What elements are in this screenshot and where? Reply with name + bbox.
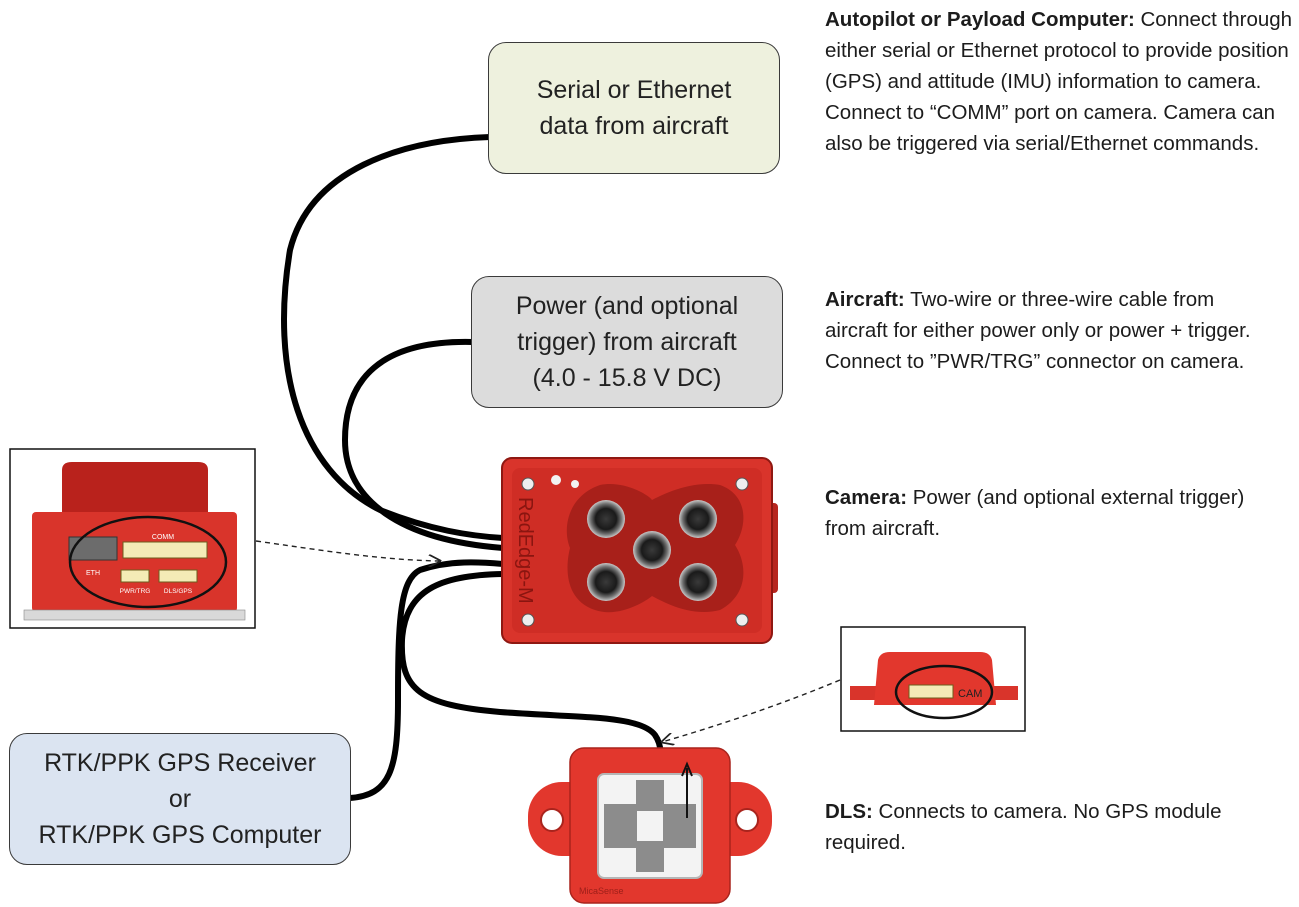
status-led-icon	[571, 480, 579, 488]
gps-box-line: RTK/PPK GPS Receiver	[44, 749, 316, 777]
lens-bottom-right	[679, 563, 717, 601]
dls-cable	[398, 571, 664, 773]
dls-port-inset: CAM	[840, 626, 1026, 732]
gps-box-line: or	[168, 785, 192, 813]
power-box-line: Power (and optional	[515, 292, 739, 320]
camera-text: Power (and optional external trigger) fr…	[825, 486, 1245, 540]
cam-port-icon	[908, 684, 954, 699]
cam-port-label: CAM	[958, 688, 982, 700]
pwr-trg-port-label: PWR/TRG	[120, 588, 151, 595]
camera-inset-arrow	[255, 540, 440, 561]
dls-gps-port-label: DLS/GPS	[164, 588, 193, 595]
autopilot-text: Connect through either serial or Etherne…	[825, 8, 1293, 155]
camera-inset-base	[23, 609, 246, 621]
serial-box-line: Serial or Ethernet	[536, 76, 732, 104]
dls-description: DLS: Connects to camera. No GPS module r…	[825, 796, 1285, 858]
lens-center	[633, 531, 671, 569]
dls-inset-body	[874, 652, 996, 705]
autopilot-heading: Autopilot or Payload Computer:	[825, 8, 1135, 31]
gps-box-line: RTK/PPK GPS Computer	[38, 821, 322, 849]
lens-bottom-left	[587, 563, 625, 601]
power-box-line: trigger) from aircraft	[517, 328, 737, 356]
camera-model-label: RedEdge-M	[514, 497, 536, 604]
screw-icon	[521, 613, 535, 627]
dls-heading: DLS:	[825, 800, 873, 823]
aircraft-text: Two-wire or three-wire cable from aircra…	[825, 288, 1251, 373]
aircraft-description: Aircraft: Two-wire or three-wire cable f…	[825, 284, 1265, 377]
screw-icon	[735, 613, 749, 627]
camera-heading: Camera:	[825, 486, 908, 509]
autopilot-description: Autopilot or Payload Computer: Connect t…	[825, 4, 1293, 159]
camera-description: Camera: Power (and optional external tri…	[825, 482, 1255, 544]
power-box-line: (4.0 - 15.8 V DC)	[532, 364, 722, 392]
dls-text: Connects to camera. No GPS module requir…	[825, 800, 1222, 854]
serial-box-line: data from aircraft	[539, 112, 729, 140]
dls-device: MicaSense	[528, 747, 772, 904]
status-led-icon	[551, 475, 561, 485]
mount-hole-icon	[735, 808, 759, 832]
comm-port-label: COMM	[152, 534, 174, 541]
lens-top-right	[679, 500, 717, 538]
pwr-trg-port-icon	[120, 569, 150, 583]
power-trigger-box: Power (and optional trigger) from aircra…	[471, 276, 783, 408]
cables	[281, 134, 664, 801]
camera-ports-inset: COMM ETH PWR/TRG DLS/GPS	[9, 448, 256, 629]
camera-inset-lenses	[62, 462, 208, 515]
dls-gps-port-icon	[158, 569, 198, 583]
mount-hole-icon	[540, 808, 564, 832]
comm-port-icon	[122, 541, 208, 559]
eth-port-label: ETH	[86, 570, 100, 577]
cam-port-highlight-circle	[894, 664, 994, 720]
aircraft-heading: Aircraft:	[825, 288, 905, 311]
camera-inset-body	[32, 512, 237, 612]
power-cable	[341, 338, 506, 551]
screw-icon	[521, 477, 535, 491]
dls-center-square	[637, 811, 663, 841]
gps-cable	[347, 559, 506, 801]
serial-cable	[281, 134, 506, 541]
dls-inset-arrow	[662, 679, 841, 742]
screw-icon	[735, 477, 749, 491]
serial-ethernet-box: Serial or Ethernet data from aircraft	[488, 42, 780, 174]
lens-top-left	[587, 500, 625, 538]
ethernet-port-icon	[68, 536, 118, 561]
ports-highlight-circle	[68, 515, 228, 609]
gps-receiver-box: RTK/PPK GPS Receiver or RTK/PPK GPS Comp…	[9, 733, 351, 865]
camera-device: RedEdge-M	[501, 457, 778, 644]
direction-arrow-icon	[681, 761, 693, 818]
dls-brand-label: MicaSense	[579, 886, 624, 896]
